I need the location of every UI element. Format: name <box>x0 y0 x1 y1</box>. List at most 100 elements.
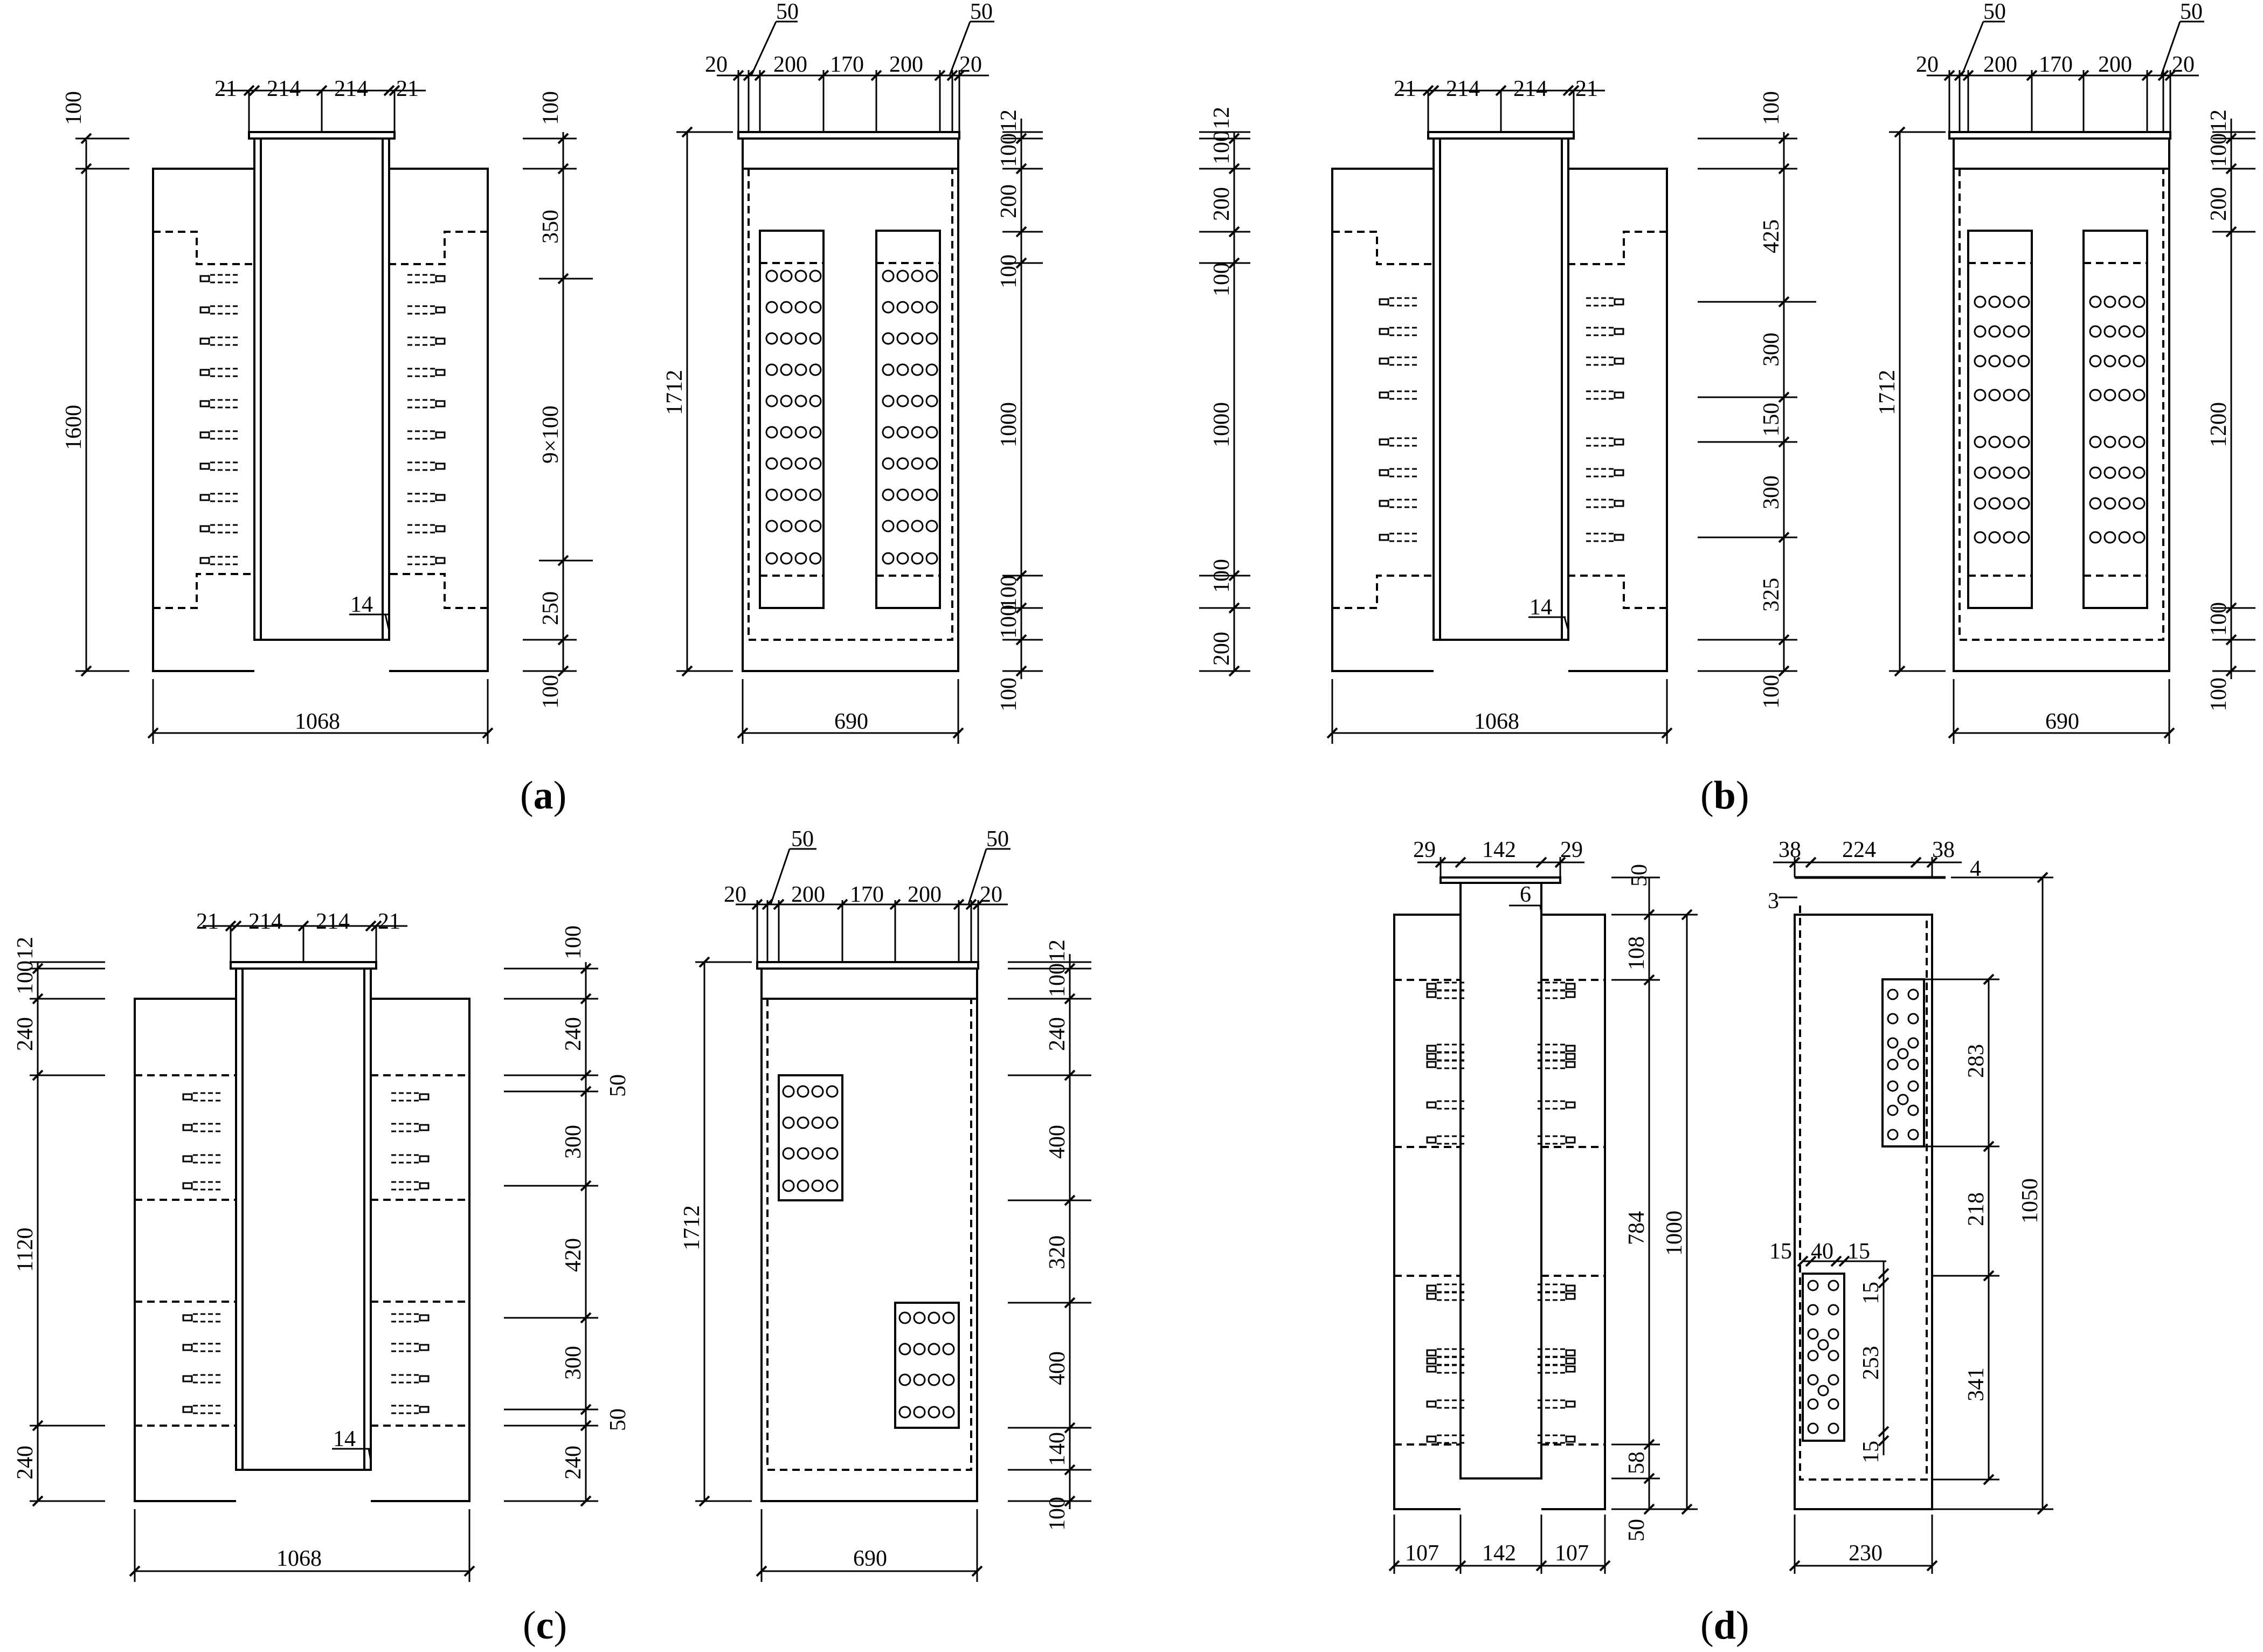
bolt-hole <box>1907 1037 1919 1049</box>
right-block <box>1568 168 1668 672</box>
dim-left-3: 100 <box>1209 262 1234 296</box>
bolt-hole <box>911 520 924 533</box>
bolt-hole <box>780 457 793 470</box>
bolt-hole <box>896 552 909 565</box>
bolt-hole <box>782 1116 795 1129</box>
dim-top-3: 21 <box>378 909 400 934</box>
shear-stud <box>406 461 446 471</box>
dim-left-4: 1000 <box>1209 402 1234 447</box>
top-plate <box>248 131 396 140</box>
shear-stud <box>1379 356 1418 366</box>
shear-stud <box>1426 1348 1466 1358</box>
bolt-hole <box>826 1085 839 1098</box>
shear-studs <box>1379 297 1624 542</box>
shear-stud <box>1379 499 1418 508</box>
bolt-hole <box>911 332 924 345</box>
caption-c: (c) <box>523 1603 567 1648</box>
bolt-hole <box>882 520 895 533</box>
bolt-hole <box>782 1085 795 1098</box>
bolt-hole <box>1828 1398 1839 1410</box>
shear-stud <box>199 524 239 534</box>
shear-stud <box>1379 297 1418 307</box>
dim-top-1: 200 <box>773 52 807 77</box>
side-top-plate <box>737 131 960 140</box>
dim-top-2: 214 <box>334 77 368 101</box>
shear-stud <box>182 1313 222 1323</box>
bolt-hole <box>2133 466 2146 479</box>
width-label: 1068 <box>295 709 340 734</box>
shear-stud <box>1426 1100 1466 1110</box>
shear-stud <box>1584 390 1624 400</box>
bolt-hole <box>780 301 793 314</box>
bolt-hole <box>925 457 938 470</box>
bolt-hole <box>1887 1129 1899 1140</box>
bolt-hole <box>925 552 938 565</box>
dim-bottom-1: 142 <box>1482 1541 1516 1566</box>
bolt-hole <box>2133 497 2146 510</box>
dim-left-3: 1120 <box>13 1228 38 1272</box>
dim-right-4: 420 <box>561 1238 586 1272</box>
dim-right-5: 1000 <box>1662 1211 1687 1256</box>
bolt-hole <box>2003 466 2016 479</box>
bolt-hole <box>896 269 909 282</box>
bolt-hole <box>794 395 807 407</box>
column-right-flange <box>382 137 390 641</box>
bolt-hole <box>896 457 909 470</box>
bolt-hole <box>809 426 822 439</box>
dim-right-0: 100 <box>561 925 586 959</box>
bolt-hole <box>896 332 909 345</box>
bolt-hole <box>780 395 793 407</box>
bolt-hole <box>925 426 938 439</box>
bolt-hole <box>911 395 924 407</box>
bolt-plate-upper <box>1881 978 1925 1148</box>
column-left-flange <box>253 137 262 641</box>
shear-stud <box>1426 990 1466 999</box>
panel-a-elevation <box>75 85 593 744</box>
shear-stud <box>182 1123 222 1132</box>
shear-stud <box>1584 327 1624 336</box>
bolt-hole <box>2118 295 2131 308</box>
bolt-hole <box>2003 531 2016 544</box>
panel-d-elevation <box>1388 856 1698 1574</box>
bolt-hole <box>2017 531 2030 544</box>
bolt-hole <box>2003 497 2016 510</box>
bolt-hole <box>882 363 895 376</box>
bolt-holes <box>1974 295 2146 544</box>
dim-left-0: 1712 <box>1875 370 1900 415</box>
shear-stud <box>199 368 239 377</box>
bolt-hole <box>809 552 822 565</box>
bolt-hole <box>911 426 924 439</box>
bolt-hole <box>2003 389 2016 402</box>
bolt-hole <box>1907 1104 1919 1116</box>
bolt-hole <box>809 301 822 314</box>
width-label: 1068 <box>1474 709 1519 734</box>
bolt-hole <box>1807 1328 1819 1340</box>
dim-top-3: 21 <box>396 77 419 101</box>
captions: (a) (b) (c) (d) <box>520 773 1749 1648</box>
bolt-hole <box>1828 1350 1839 1361</box>
shear-stud <box>1584 437 1624 447</box>
bolt-hole <box>911 301 924 314</box>
shear-stud <box>406 336 446 346</box>
dim-right-0: 12 <box>2206 109 2231 132</box>
plate-dim-3: 15 <box>1859 1282 1884 1304</box>
dim-right-3: 150 <box>1759 403 1784 437</box>
width-label: 1068 <box>276 1546 322 1571</box>
bolt-hole <box>780 363 793 376</box>
bolt-hole <box>1807 1280 1819 1291</box>
bolt-hole <box>1988 531 2001 544</box>
dim-top-4: 20 <box>959 52 982 77</box>
bolt-hole <box>911 269 924 282</box>
bolt-hole <box>1907 1013 1919 1025</box>
bolt-hole <box>2118 325 2131 338</box>
dim-right-1: 218 <box>1964 1192 1989 1226</box>
bolt-hole <box>2017 295 2030 308</box>
dim-right-3: 58 <box>1624 1451 1649 1474</box>
bolt-hole <box>2133 295 2146 308</box>
bolt-hole <box>882 332 895 345</box>
dim-right-0: 12 <box>996 109 1021 132</box>
bolt-hole <box>882 395 895 407</box>
dim-top-1: 200 <box>791 882 825 907</box>
